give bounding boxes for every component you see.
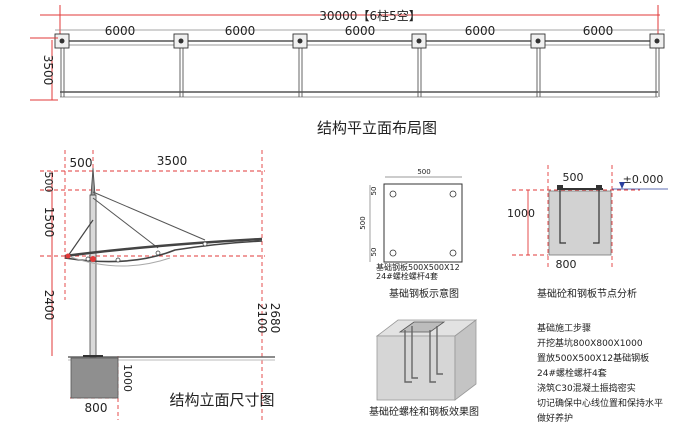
column-center (535, 38, 541, 44)
tie-rod (92, 191, 206, 241)
canopy-arm-shadow (67, 255, 171, 267)
depth-dim-label: 3500 (41, 55, 55, 86)
foundation-block (70, 357, 119, 399)
arm-node (202, 241, 208, 247)
column-center (178, 38, 184, 44)
dim-found-depth: 1000 (121, 364, 134, 392)
plate-spec-1: 基础钢板500X500X12 (376, 262, 460, 272)
plate-dim-side: 500 (359, 216, 367, 229)
plate-dim-top: 500 (417, 168, 430, 176)
dim-2680: 2680 (268, 303, 282, 334)
brace (67, 219, 94, 257)
arm-joint (65, 253, 71, 259)
bay-dim-label: 6000 (225, 24, 256, 38)
anchor-bolt (411, 326, 418, 379)
anchor-bolt (436, 326, 443, 375)
arm-node (115, 257, 121, 263)
canopy-arm-top (64, 237, 263, 258)
block-side (454, 319, 477, 401)
anchor-bolt (559, 189, 566, 244)
anchor-bolt (404, 330, 412, 383)
effect-caption: 基础砼螺栓和钢板效果图 (369, 405, 479, 418)
dim-found-width: 800 (85, 401, 108, 415)
effect-diagram: 基础砼螺栓和钢板效果图 (369, 319, 479, 418)
dim-500-h: 500 (70, 156, 93, 170)
overall-dim-label: 30000【6柱5空】 (319, 8, 420, 23)
column-center (654, 38, 660, 44)
dim-3500: 3500 (157, 154, 188, 168)
node-dim-width: 800 (556, 258, 577, 271)
arm-node (85, 256, 91, 262)
column (89, 194, 97, 358)
column-center (297, 38, 303, 44)
column-center (416, 38, 422, 44)
plan-caption: 结构平立面布局图 (317, 119, 437, 137)
plate-spec-2: 24#螺栓螺杆4套 (376, 271, 438, 281)
arm-joint (90, 256, 96, 262)
bolt-hole (389, 249, 397, 257)
step-line: 做好养护 (537, 412, 573, 424)
node-caption: 基础砼和钢板节点分析 (537, 287, 637, 300)
step-line: 浇筑C30混凝土振捣密实 (537, 382, 636, 394)
plate-dim-edge: 50 (370, 187, 378, 196)
column-center (59, 38, 65, 44)
concrete-block (548, 190, 612, 256)
plate-caption: 基础钢板示意图 (389, 287, 459, 300)
column-top (90, 167, 96, 196)
node-dim-depth: 1000 (507, 207, 535, 220)
bay-dim-label: 6000 (465, 24, 496, 38)
node-level: ±0.000 (623, 173, 664, 186)
steps-title: 基础施工步骤 (537, 322, 591, 334)
bolt-nut (557, 185, 563, 189)
dim-500-v: 500 (42, 172, 55, 193)
bolt-hole (389, 190, 397, 198)
dim-1500: 1500 (42, 207, 56, 238)
canopy-arm-bottom (64, 240, 263, 263)
node-diagram: 500 ±0.000 1000 800 基础砼和钢板节点分析 (507, 165, 668, 300)
step-line: 置放500X500X12基础钢板 (537, 352, 649, 364)
step-line: 24#螺栓螺杆4套 (537, 367, 607, 379)
bay-dim-label: 6000 (583, 24, 614, 38)
elevation-caption: 结构立面尺寸图 (169, 391, 274, 409)
bolt-hole (449, 249, 457, 257)
anchor-bolt (593, 189, 600, 244)
level-marker (619, 182, 625, 189)
base-plate (383, 183, 463, 263)
dim-2100: 2100 (255, 303, 269, 334)
plan-view: 30000【6柱5空】 6000 6000 6000 6000 6000 (30, 5, 665, 137)
tie-rod (92, 197, 159, 249)
bay-dim-label: 6000 (105, 24, 136, 38)
construction-steps: 基础施工步骤 开挖基坑800X800X1000 置放500X500X12基础钢板… (537, 322, 663, 424)
step-line: 切记确保中心线位置和保持水平 (537, 397, 663, 409)
effect-plate (398, 321, 446, 333)
plate-dim-edge: 50 (370, 248, 378, 257)
arm-node (155, 250, 161, 256)
bolt-nut (596, 185, 602, 189)
block-front (376, 335, 456, 401)
anchor-bolt (429, 330, 436, 383)
plate-diagram: 500 500 50 50 50 基础钢板500X500X12 24#螺栓螺杆4… (359, 168, 463, 300)
bolt-hole (449, 190, 457, 198)
elevation-view: 500 3500 500 1500 2400 2100 2680 1000 80… (40, 150, 282, 420)
dim-2400: 2400 (42, 290, 56, 321)
step-line: 开挖基坑800X800X1000 (537, 337, 643, 349)
node-dim-top: 500 (563, 171, 584, 184)
bay-dim-label: 6000 (345, 24, 376, 38)
